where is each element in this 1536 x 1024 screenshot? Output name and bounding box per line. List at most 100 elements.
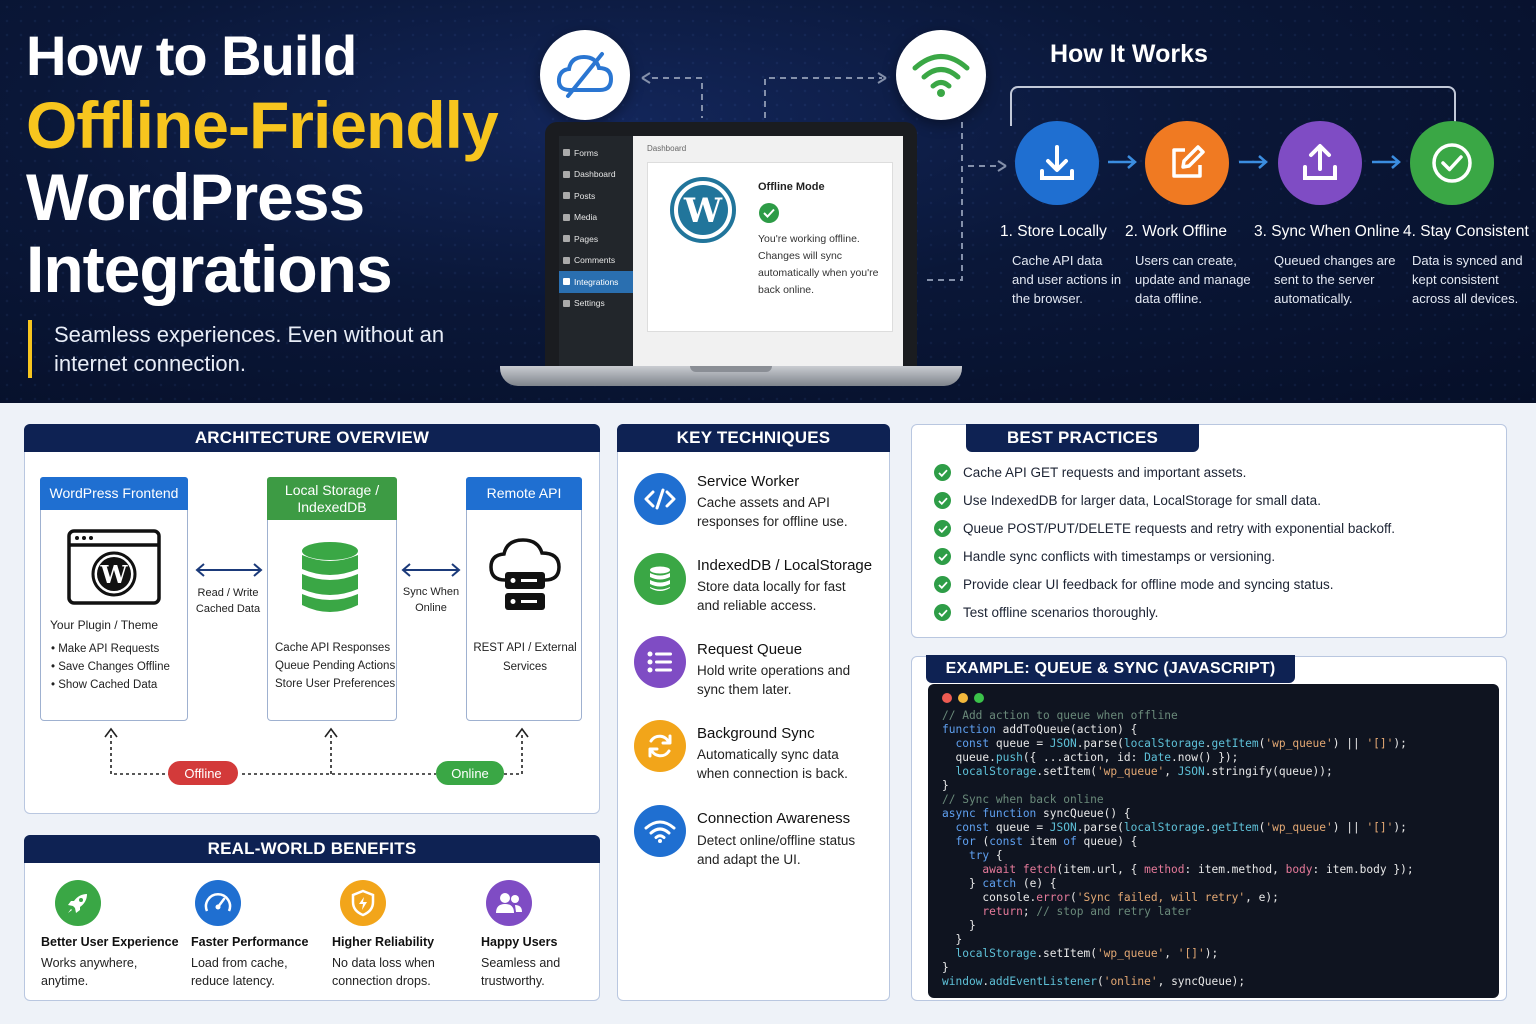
tagline: Seamless experiences. Even without an in… xyxy=(28,320,448,378)
step-title: 3. Sync When Online xyxy=(1254,223,1400,240)
techniques-header: KEY TECHNIQUES xyxy=(617,424,890,452)
online-pill: Online xyxy=(436,761,504,785)
check-icon xyxy=(934,464,951,481)
storage-title: Local Storage / IndexedDB xyxy=(267,477,397,520)
page-title: How to Build Offline-Friendly WordPress … xyxy=(26,24,499,306)
how-it-works-bracket xyxy=(1010,86,1456,126)
offline-online-connectors xyxy=(104,727,529,775)
list-icon xyxy=(634,636,686,688)
sidebar-item-posts[interactable]: Posts xyxy=(559,185,633,207)
benefit-title: Happy Users xyxy=(481,935,558,949)
sidebar-item-comments[interactable]: Comments xyxy=(559,250,633,272)
frontend-item: • Save Changes Offline xyxy=(51,661,170,673)
offline-mode-title: Offline Mode xyxy=(758,181,825,193)
wifi-icon xyxy=(896,30,986,120)
technique-desc: Cache assets and API responses for offli… xyxy=(697,495,848,529)
sync-icon xyxy=(634,720,686,772)
sidebar-item-media[interactable]: Media xyxy=(559,207,633,229)
upload-icon xyxy=(1278,121,1362,205)
technique-title: Connection Awareness xyxy=(697,810,851,827)
technique-title: Service Worker xyxy=(697,473,800,490)
wifi-icon xyxy=(634,805,686,857)
step-title: 2. Work Offline xyxy=(1125,223,1227,240)
wp-admin-screen: Forms Dashboard Posts Media Pages Commen… xyxy=(559,136,903,366)
sidebar-item-integrations[interactable]: Integrations xyxy=(559,271,633,293)
benefit-title: Higher Reliability xyxy=(332,935,435,949)
cloud-off-icon xyxy=(540,30,630,120)
step-desc: Cache API data and user actions in the b… xyxy=(1012,253,1122,306)
sidebar-item-dashboard[interactable]: Dashboard xyxy=(559,164,633,186)
benefit-desc: No data loss when connection drops. xyxy=(332,956,435,988)
speedometer-icon xyxy=(195,880,241,926)
minimize-dot-icon xyxy=(958,693,968,703)
frontend-item: • Make API Requests xyxy=(51,643,160,655)
practice-item: Queue POST/PUT/DELETE requests and retry… xyxy=(934,520,1395,537)
sidebar-item-settings[interactable]: Settings xyxy=(559,293,633,315)
step-desc: Queued changes are sent to the server au… xyxy=(1274,253,1396,306)
database-icon xyxy=(634,553,686,605)
example-header: EXAMPLE: QUEUE & SYNC (JAVASCRIPT) xyxy=(926,655,1295,683)
maximize-dot-icon xyxy=(974,693,984,703)
rocket-icon xyxy=(55,880,101,926)
practice-item: Handle sync conflicts with timestamps or… xyxy=(934,548,1275,565)
sidebar-item-forms[interactable]: Forms xyxy=(559,142,633,164)
benefit-desc: Load from cache, reduce latency. xyxy=(191,956,288,988)
code-text: // Add action to queue when offline func… xyxy=(942,709,1414,988)
title-line-1: How to Build xyxy=(26,24,357,87)
offline-mode-text: You're working offline. Changes will syn… xyxy=(758,233,879,296)
double-arrow-icon xyxy=(195,563,263,577)
wp-admin-topbar: Dashboard xyxy=(647,144,687,153)
check-icon xyxy=(934,520,951,537)
check-circle-icon xyxy=(1410,121,1494,205)
technique-desc: Automatically sync data when connection … xyxy=(697,747,848,781)
check-icon xyxy=(934,576,951,593)
laptop-base xyxy=(500,366,962,386)
sync-when-online-label: Sync When Online xyxy=(402,586,460,614)
browser-wordpress-icon: W xyxy=(67,529,161,610)
frontend-title: WordPress Frontend xyxy=(40,477,188,510)
frontend-subtitle: Your Plugin / Theme xyxy=(50,618,159,632)
download-icon xyxy=(1015,121,1099,205)
technique-title: IndexedDB / LocalStorage xyxy=(697,557,873,574)
technique-desc: Hold write operations and sync them late… xyxy=(697,663,851,697)
title-line-2: Offline-Friendly xyxy=(26,88,499,162)
shield-icon xyxy=(340,880,386,926)
arrow-right-icon xyxy=(1372,155,1401,169)
offline-mode-card: W Offline Mode You're working offline. C… xyxy=(647,162,893,332)
technique-desc: Store data locally for fast and reliable… xyxy=(697,579,846,613)
practice-item: Use IndexedDB for larger data, LocalStor… xyxy=(934,492,1321,509)
close-dot-icon xyxy=(942,693,952,703)
best-practices-header: BEST PRACTICES xyxy=(966,424,1199,452)
architecture-header: ARCHITECTURE OVERVIEW xyxy=(24,424,600,452)
double-arrow-icon xyxy=(401,563,461,577)
benefit-title: Faster Performance xyxy=(191,935,309,949)
benefit-desc: Works anywhere, anytime. xyxy=(41,956,138,988)
arrow-right-icon xyxy=(1239,155,1268,169)
remote-api-title: Remote API xyxy=(466,477,582,510)
title-line-4: Integrations xyxy=(26,232,393,306)
benefits-header: REAL-WORLD BENEFITS xyxy=(24,835,600,863)
technique-desc: Detect online/offline status and adapt t… xyxy=(697,833,856,867)
wp-admin-sidebar: Forms Dashboard Posts Media Pages Commen… xyxy=(559,136,633,366)
database-icon xyxy=(300,541,360,620)
check-icon xyxy=(934,604,951,621)
storage-item: Queue Pending Actions xyxy=(275,660,396,672)
hero-banner: How to Build Offline-Friendly WordPress … xyxy=(0,0,1536,403)
technique-title: Request Queue xyxy=(697,641,803,658)
read-write-label: Read / Write Cached Data xyxy=(195,587,261,615)
step-desc: Data is synced and kept consistent acros… xyxy=(1412,253,1523,306)
how-it-works-title: How It Works xyxy=(1050,40,1208,68)
svg-text:W: W xyxy=(100,560,129,589)
sidebar-item-pages[interactable]: Pages xyxy=(559,228,633,250)
best-practices-panel xyxy=(911,424,1507,638)
remote-api-text: REST API / External Services xyxy=(473,642,577,673)
arrow-right-icon xyxy=(1108,155,1137,169)
frontend-item: • Show Cached Data xyxy=(51,679,158,691)
step-title: 1. Store Locally xyxy=(1000,223,1107,240)
edit-icon xyxy=(1145,121,1229,205)
remote-api-box: Remote API REST API / External Services xyxy=(466,477,582,721)
storage-item: Store User Preferences xyxy=(275,678,396,690)
benefit-desc: Seamless and trustworthy. xyxy=(481,956,561,988)
technique-title: Background Sync xyxy=(697,725,815,742)
laptop-notch xyxy=(690,366,772,372)
